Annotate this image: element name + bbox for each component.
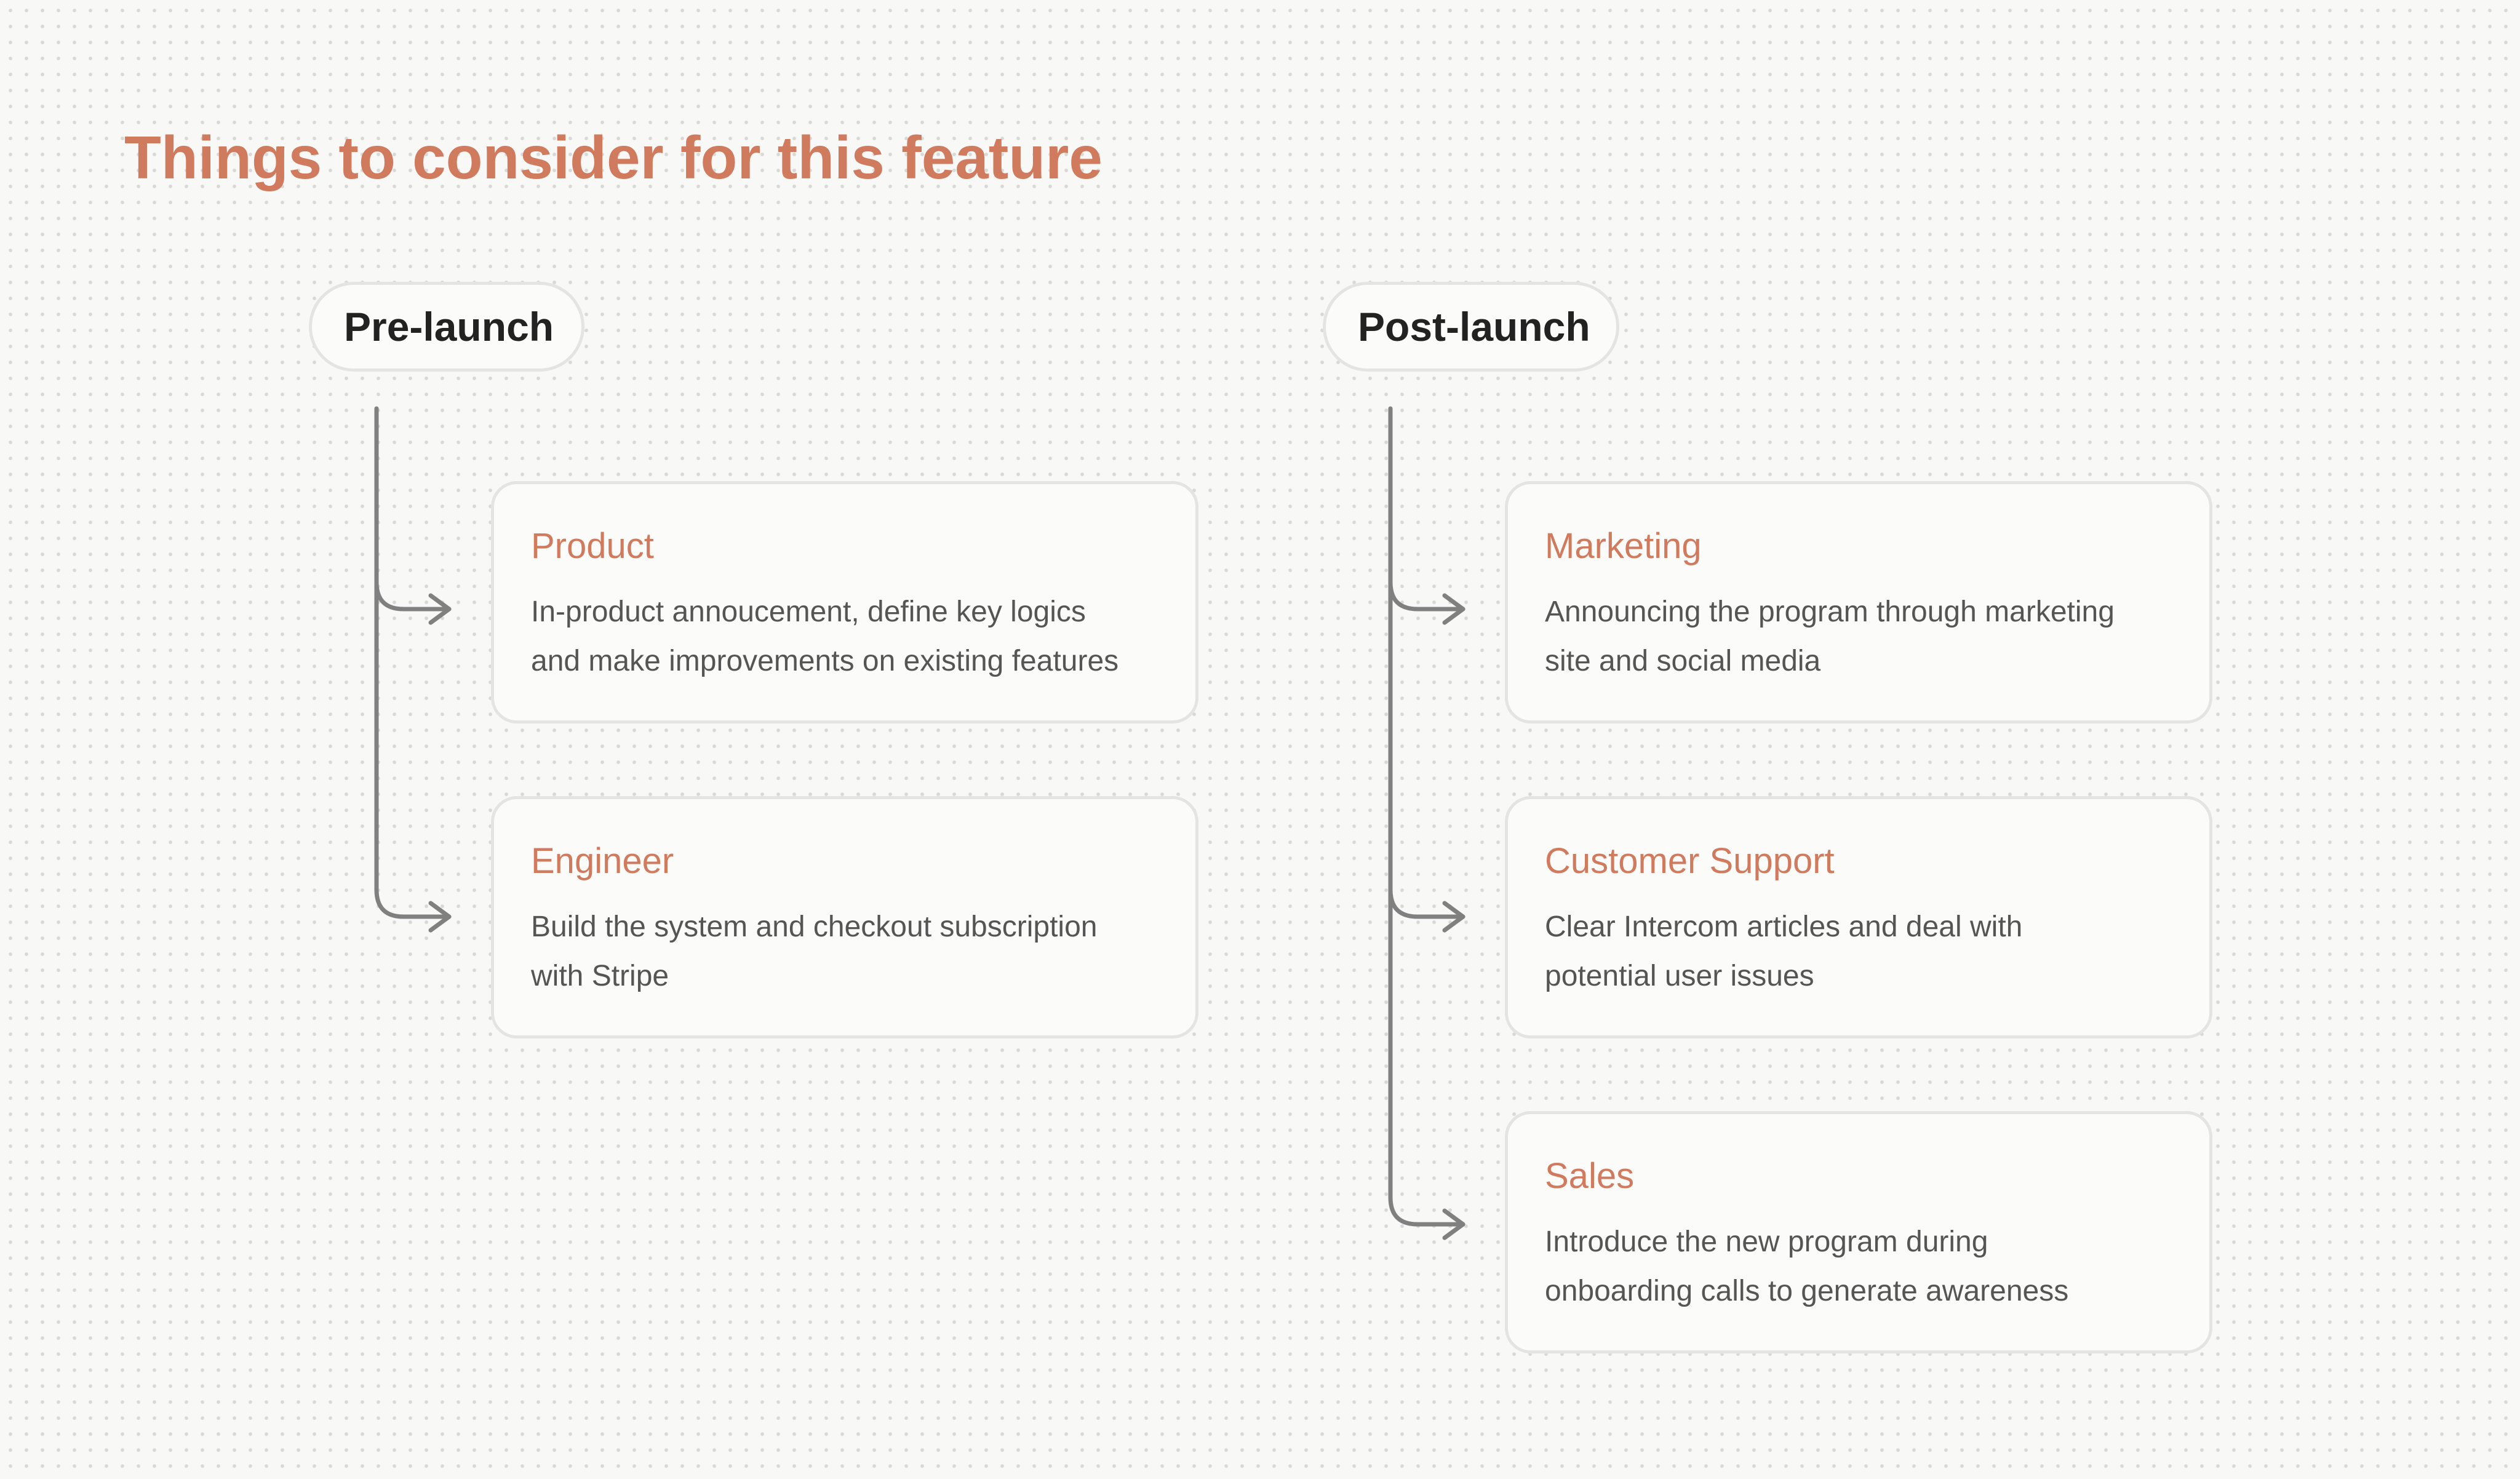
post-launch-pill[interactable]: Post-launch bbox=[1323, 282, 1619, 372]
card-marketing[interactable]: Marketing Announcing the program through… bbox=[1505, 481, 2212, 724]
card-customer-support[interactable]: Customer Support Clear Intercom articles… bbox=[1505, 796, 2212, 1038]
card-title: Marketing bbox=[1545, 526, 1702, 566]
post-launch-trunk-connector bbox=[1388, 406, 1465, 1227]
card-title: Customer Support bbox=[1545, 841, 1835, 881]
card-title: Sales bbox=[1545, 1156, 1635, 1196]
card-description: Build the system and checkout subscripti… bbox=[531, 911, 1098, 992]
card-description: Introduce the new program during onboard… bbox=[1545, 1226, 2069, 1307]
card-title: Engineer bbox=[531, 841, 674, 881]
engineer-arrowhead-icon bbox=[428, 593, 452, 625]
support-arrowhead-icon bbox=[1442, 901, 1465, 933]
marketing-arrowhead-icon bbox=[1442, 593, 1465, 625]
card-engineer[interactable]: Engineer Build the system and checkout s… bbox=[491, 796, 1198, 1038]
card-description: In-product annoucement, define key logic… bbox=[531, 596, 1119, 677]
card-sales[interactable]: Sales Introduce the new program during o… bbox=[1505, 1111, 2212, 1353]
card-product[interactable]: Product In-product annoucement, define k… bbox=[491, 481, 1198, 724]
card-description: Announcing the program through marketing… bbox=[1545, 596, 2115, 677]
marketing-branch-connector bbox=[1388, 580, 1465, 612]
card-title: Product bbox=[531, 526, 654, 566]
support-branch-connector bbox=[1388, 887, 1465, 919]
page-title: Things to consider for this feature bbox=[124, 124, 1102, 191]
engineer-arrowhead-icon bbox=[428, 901, 452, 933]
sales-arrowhead-icon bbox=[1442, 1208, 1465, 1240]
pre-launch-pill[interactable]: Pre-launch bbox=[309, 282, 584, 372]
product-branch-connector bbox=[374, 580, 452, 612]
card-description: Clear Intercom articles and deal with po… bbox=[1545, 911, 2023, 992]
pre-launch-trunk-connector bbox=[374, 406, 452, 919]
